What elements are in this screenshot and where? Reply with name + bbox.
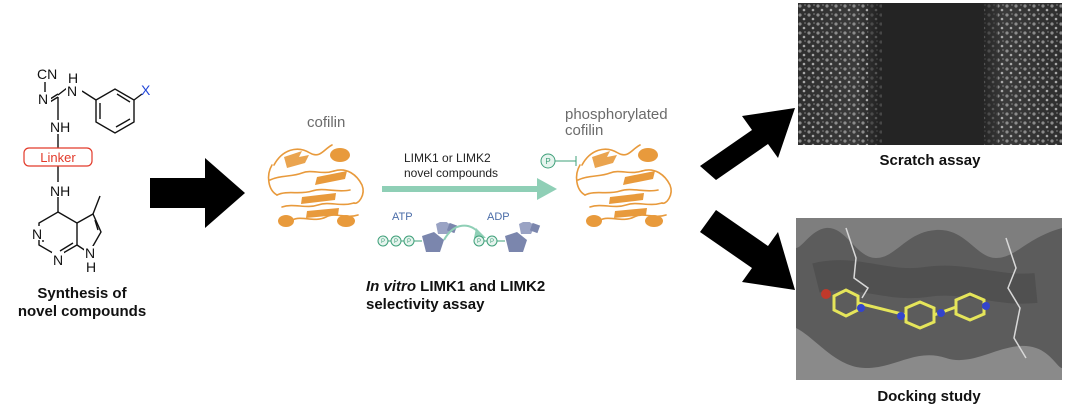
- atom-nh: NH: [50, 119, 70, 135]
- cofilin-protein: [267, 144, 364, 227]
- docking-study-image: [796, 218, 1062, 380]
- docking-study-caption: Docking study: [877, 388, 981, 405]
- caption-line: Synthesis of: [37, 285, 127, 302]
- adp-molecule: P P: [473, 222, 541, 252]
- right-arrow: [150, 158, 245, 228]
- adp-label: ADP: [487, 211, 510, 223]
- chemical-structure: CN N H N NH NH N N N H X Linker: [23, 64, 151, 275]
- atom-h: H: [86, 259, 96, 275]
- caption-line: novel compounds: [17, 303, 147, 320]
- phosphate-p: P: [477, 239, 481, 245]
- x-substituent: X: [141, 82, 151, 98]
- atom-nh: NH: [50, 183, 70, 199]
- atom-h: H: [68, 70, 78, 86]
- phosphate-p: P: [381, 239, 385, 245]
- atom-n: N: [32, 226, 42, 242]
- atom-n: N: [85, 245, 95, 261]
- atp-molecule: P P P: [377, 222, 458, 252]
- atom-n: N: [53, 252, 63, 268]
- arrow-up-right: [700, 108, 795, 180]
- scratch-assay-caption: Scratch assay: [879, 152, 981, 169]
- atom-n: N: [67, 83, 77, 99]
- enzyme-label: LIMK1 or LIMK2 novel compounds: [404, 151, 498, 181]
- phospho-line: phosphorylated: [565, 106, 668, 123]
- atom-n: N: [38, 91, 48, 107]
- caption-rest: LIMK1 and LIMK2: [416, 278, 546, 295]
- scratch-assay-image: [798, 3, 1062, 145]
- linker-label: Linker: [40, 150, 76, 165]
- phosphate-p: P: [545, 157, 550, 166]
- phospho-line: cofilin: [565, 122, 604, 139]
- caption-italic: In vitro: [366, 278, 417, 295]
- phosphate-p: P: [394, 239, 398, 245]
- arrow-down-right: [700, 210, 795, 290]
- assay-caption-line2: selectivity assay: [366, 296, 485, 313]
- phospho-cofilin-protein: [575, 144, 672, 227]
- reaction-arrow: [382, 178, 557, 200]
- cn-label: CN: [37, 66, 57, 82]
- enzyme-line: novel compounds: [404, 166, 499, 180]
- phosphate-p: P: [490, 239, 494, 245]
- phospho-cofilin-label: phosphorylated cofilin: [565, 107, 668, 139]
- enzyme-line: LIMK1 or LIMK2: [404, 151, 491, 165]
- phosphate-p: P: [407, 239, 411, 245]
- assay-caption-line1: In vitro LIMK1 and LIMK2: [366, 278, 545, 296]
- cofilin-label: cofilin: [307, 114, 346, 131]
- curved-arrow: [443, 224, 486, 241]
- phosphate-marker: P: [540, 153, 577, 169]
- synthesis-caption: Synthesis of novel compounds: [2, 285, 162, 321]
- atp-label: ATP: [392, 211, 413, 223]
- assay-caption: In vitro LIMK1 and LIMK2 selectivity ass…: [366, 278, 545, 314]
